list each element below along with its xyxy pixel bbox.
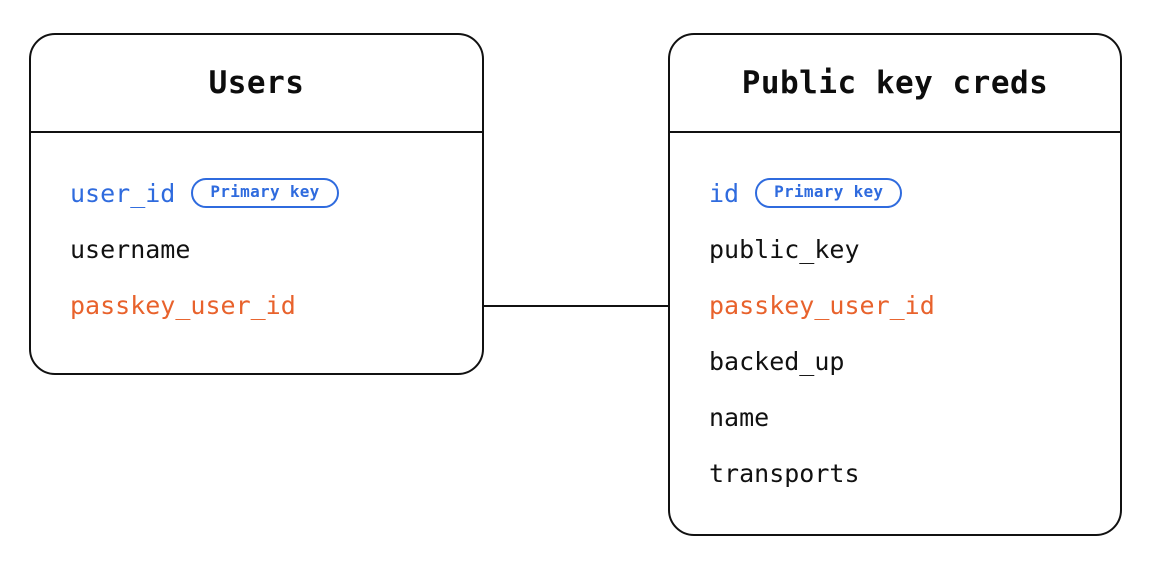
field-name-backed-up: backed_up (709, 346, 845, 376)
entity-users[interactable]: Users user_id Primary key username passk… (29, 33, 484, 375)
field-name-transports: transports (709, 458, 860, 488)
field-name-id: id (709, 178, 740, 208)
entity-users-header: Users (31, 35, 482, 131)
field-row[interactable]: username (70, 221, 482, 277)
field-row[interactable]: name (709, 389, 1120, 445)
field-row[interactable]: passkey_user_id (709, 277, 1120, 333)
primary-key-badge-label: Primary key (210, 182, 320, 202)
field-row[interactable]: user_id Primary key (70, 165, 482, 221)
entity-public-key-creds-field-list: id Primary key public_key passkey_user_i… (670, 131, 1120, 501)
primary-key-badge-label: Primary key (774, 182, 884, 202)
entity-public-key-creds-title: Public key creds (741, 65, 1049, 101)
entity-public-key-creds[interactable]: Public key creds id Primary key public_k… (668, 33, 1122, 536)
entity-public-key-creds-header-divider (670, 131, 1120, 133)
field-name-passkey-user-id: passkey_user_id (70, 290, 296, 320)
field-name-name: name (709, 402, 770, 432)
relationship-connector-users-to-public-key-creds (483, 305, 669, 307)
primary-key-badge: Primary key (191, 178, 339, 208)
field-row[interactable]: passkey_user_id (70, 277, 482, 333)
field-row[interactable]: id Primary key (709, 165, 1120, 221)
field-row[interactable]: public_key (709, 221, 1120, 277)
field-name-user-id: user_id (70, 178, 176, 208)
entity-users-title: Users (208, 65, 305, 101)
entity-public-key-creds-header: Public key creds (670, 35, 1120, 131)
primary-key-badge: Primary key (755, 178, 903, 208)
field-name-public-key: public_key (709, 234, 860, 264)
field-row[interactable]: backed_up (709, 333, 1120, 389)
field-name-passkey-user-id: passkey_user_id (709, 290, 935, 320)
entity-users-field-list: user_id Primary key username passkey_use… (31, 131, 482, 333)
field-name-username: username (70, 234, 191, 264)
entity-users-header-divider (31, 131, 482, 133)
field-row[interactable]: transports (709, 445, 1120, 501)
